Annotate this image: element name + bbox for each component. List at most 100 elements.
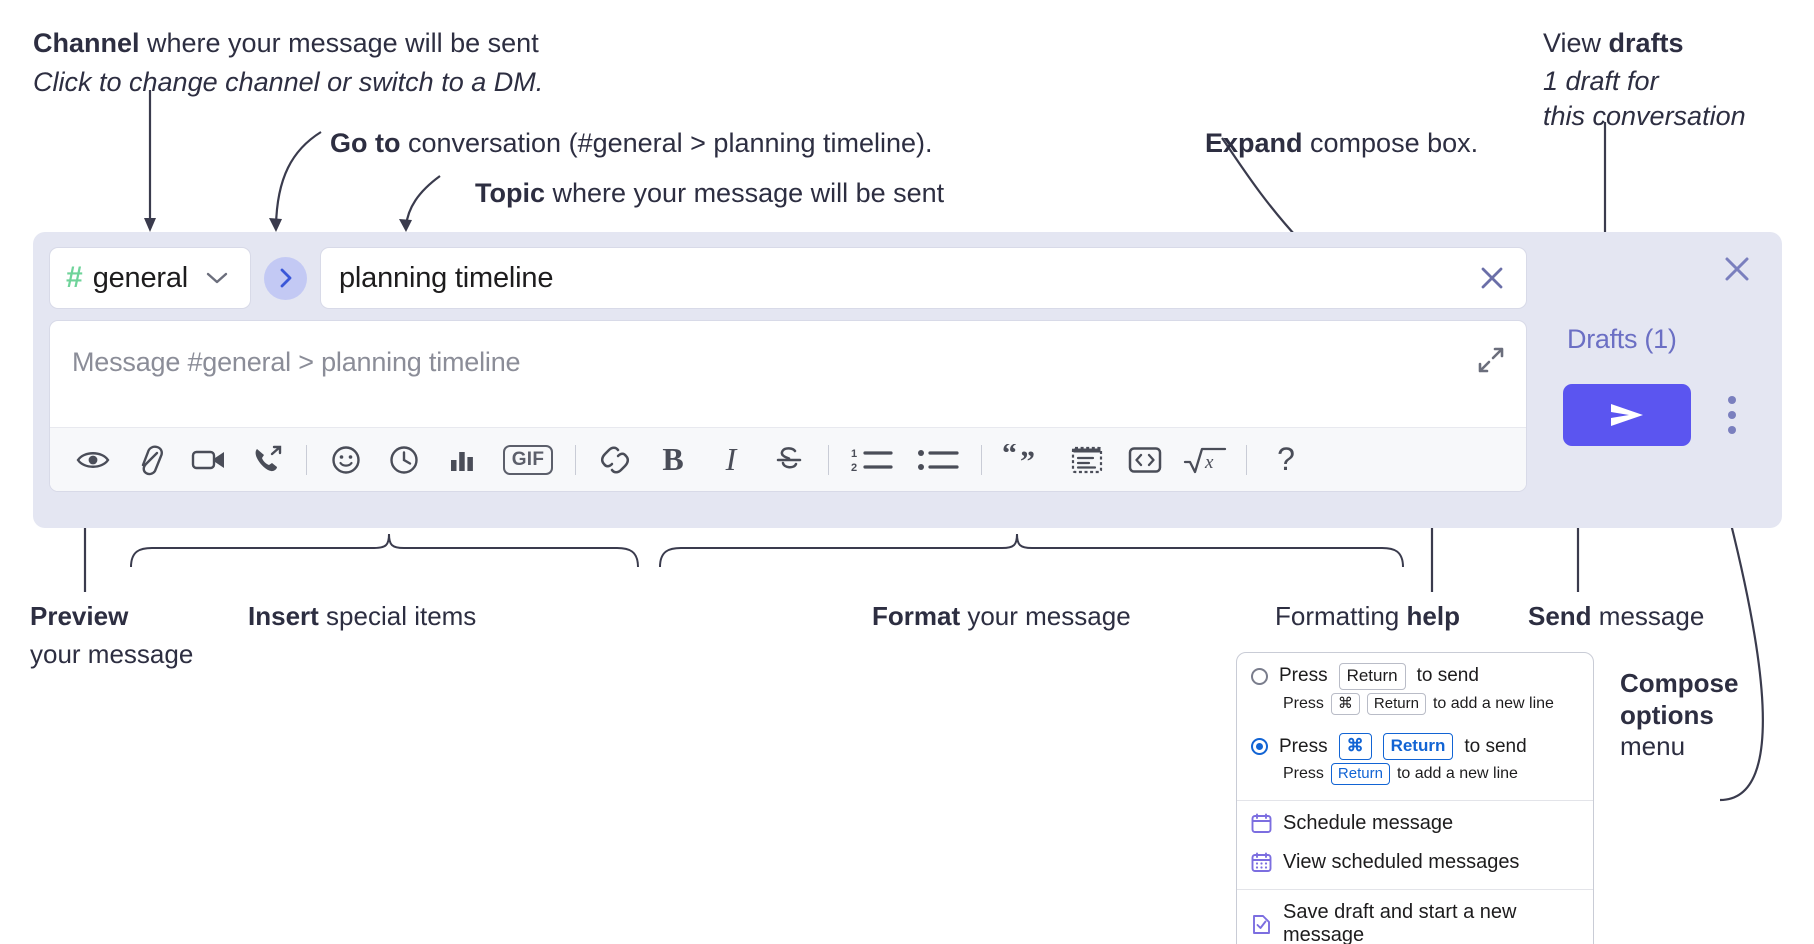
message-input-area[interactable]: Message #general > planning timeline (49, 320, 1527, 492)
svg-text:2: 2 (851, 462, 857, 474)
menu-item-label: Save draft and start a new message (1283, 901, 1517, 944)
annotation-insert-rest: special items (318, 601, 477, 631)
annotation-topic-rest: where your message will be sent (545, 178, 945, 208)
option2-key-cmd: ⌘ (1338, 733, 1372, 761)
close-compose-button[interactable] (1720, 252, 1760, 292)
calendar-icon (1251, 813, 1272, 834)
option1-sub-key-cmd: ⌘ (1330, 692, 1360, 716)
option2-key-return: Return (1382, 733, 1454, 761)
menu-item-label: View scheduled messages (1283, 851, 1520, 874)
annotation-formatting-help: Formatting help (1275, 600, 1565, 633)
annotation-preview-rest: your message (30, 639, 194, 670)
annotation-format-rest: your message (960, 601, 1131, 631)
annotation-drafts-italic1: 1 draft for (1543, 65, 1659, 96)
annotation-format-bold: Format (872, 601, 961, 631)
annotation-compose-options: Compose options menu (1620, 668, 1814, 763)
audio-call-icon[interactable] (238, 435, 296, 485)
menu-item-schedule-message[interactable]: Schedule message (1237, 801, 1593, 843)
code-block-icon[interactable] (1058, 435, 1116, 485)
chevron-down-icon (206, 272, 228, 284)
message-placeholder: Message #general > planning timeline (72, 347, 521, 377)
radio-selected[interactable] (1251, 738, 1268, 756)
radio-unselected[interactable] (1251, 667, 1268, 685)
svg-text:1: 1 (851, 448, 857, 460)
annotation-send: Send message (1528, 600, 1808, 633)
expand-icon (1478, 347, 1504, 373)
drafts-link[interactable]: Drafts (1) (1567, 324, 1677, 354)
option1-sub-pre: Press (1283, 695, 1324, 713)
italic-icon[interactable]: I (725, 441, 737, 477)
send-option-cmd-return[interactable]: Press ⌘ Return to send (1237, 723, 1593, 762)
annotation-preview-bold: Preview (30, 601, 129, 631)
send-button[interactable] (1563, 384, 1691, 446)
annotation-goto-rest: conversation (#general > planning timeli… (400, 128, 933, 158)
annotation-goto: Go to conversation (#general > planning … (330, 126, 1050, 161)
send-icon (1611, 404, 1643, 426)
option2-sub-key-return: Return (1330, 763, 1390, 786)
strikethrough-icon[interactable] (760, 435, 818, 485)
send-option-return[interactable]: Press Return to send (1237, 653, 1593, 692)
svg-text:“: “ (1002, 444, 1017, 470)
annotation-compose-rest: menu (1620, 731, 1686, 762)
annotation-channel: Channel where your message will be sent … (33, 26, 653, 99)
compose-panel: # general planning timeline Message #gen… (33, 232, 1782, 528)
send-option-return-sub: Press ⌘ Return to add a new line (1237, 692, 1593, 723)
annotation-compose-bold1: Compose (1620, 668, 1739, 698)
annotation-expand-bold: Expand (1205, 128, 1303, 158)
attachment-icon[interactable] (122, 435, 180, 485)
bulleted-list-icon[interactable] (905, 435, 971, 485)
compose-options-button[interactable] (1715, 392, 1749, 438)
menu-divider-1 (1237, 800, 1593, 802)
code-icon[interactable] (1116, 435, 1174, 485)
annotation-drafts-plain: View (1543, 28, 1609, 58)
bold-icon[interactable]: B (662, 441, 684, 477)
annotation-expand: Expand compose box. (1205, 126, 1625, 161)
topic-field[interactable]: planning timeline (320, 247, 1527, 309)
menu-item-view-scheduled[interactable]: View scheduled messages (1237, 843, 1593, 882)
topic-value: planning timeline (339, 261, 554, 294)
option1-pre: Press (1279, 665, 1328, 687)
annotation-help-plain: Formatting (1275, 601, 1407, 631)
annotation-send-bold: Send (1528, 601, 1592, 631)
channel-name-label: general (92, 261, 189, 294)
clear-topic-button[interactable] (1472, 258, 1512, 298)
channel-selector[interactable]: # general (49, 247, 251, 309)
annotation-insert: Insert special items (248, 600, 648, 633)
video-icon[interactable] (180, 435, 238, 485)
toolbar-separator-2 (575, 444, 576, 475)
kebab-dot-1 (1728, 396, 1736, 404)
emoji-icon[interactable] (317, 435, 375, 485)
compose-options-menu: Press Return to send Press ⌘ Return to a… (1236, 652, 1594, 944)
annotation-channel-italic: Click to change channel or switch to a D… (33, 66, 544, 97)
gif-label: GIF (502, 444, 554, 475)
kebab-dot-2 (1728, 411, 1736, 419)
calendar-grid-icon (1251, 852, 1272, 873)
chevron-right-icon (280, 268, 291, 288)
help-icon[interactable]: ? (1277, 441, 1295, 477)
poll-icon[interactable] (433, 435, 491, 485)
latex-icon[interactable]: x (1174, 435, 1236, 485)
annotation-expand-rest: compose box. (1302, 128, 1479, 158)
annotation-topic-bold: Topic (475, 178, 545, 208)
annotation-help-bold: help (1406, 601, 1460, 631)
save-draft-icon (1251, 914, 1272, 935)
toolbar-separator-4 (981, 444, 982, 475)
link-icon[interactable] (586, 435, 644, 485)
menu-item-label: Schedule message (1283, 812, 1454, 835)
menu-item-save-draft[interactable]: Save draft and start a new message (1237, 890, 1593, 944)
option2-sub-post: to add a new line (1396, 765, 1518, 783)
option1-sub-post: to add a new line (1432, 695, 1554, 713)
preview-icon[interactable] (64, 435, 122, 485)
svg-text:”: ” (1020, 445, 1035, 476)
gif-icon[interactable]: GIF (491, 435, 565, 485)
option1-key: Return (1338, 663, 1406, 690)
annotation-drafts: View drafts 1 draft for this conversatio… (1543, 26, 1813, 134)
expand-compose-button[interactable] (1474, 343, 1510, 379)
option2-sub-pre: Press (1283, 765, 1324, 783)
blockquote-icon[interactable]: “” (992, 435, 1058, 485)
svg-text:x: x (1204, 452, 1214, 473)
clock-icon[interactable] (375, 435, 433, 485)
go-to-conversation-button[interactable] (264, 256, 307, 300)
